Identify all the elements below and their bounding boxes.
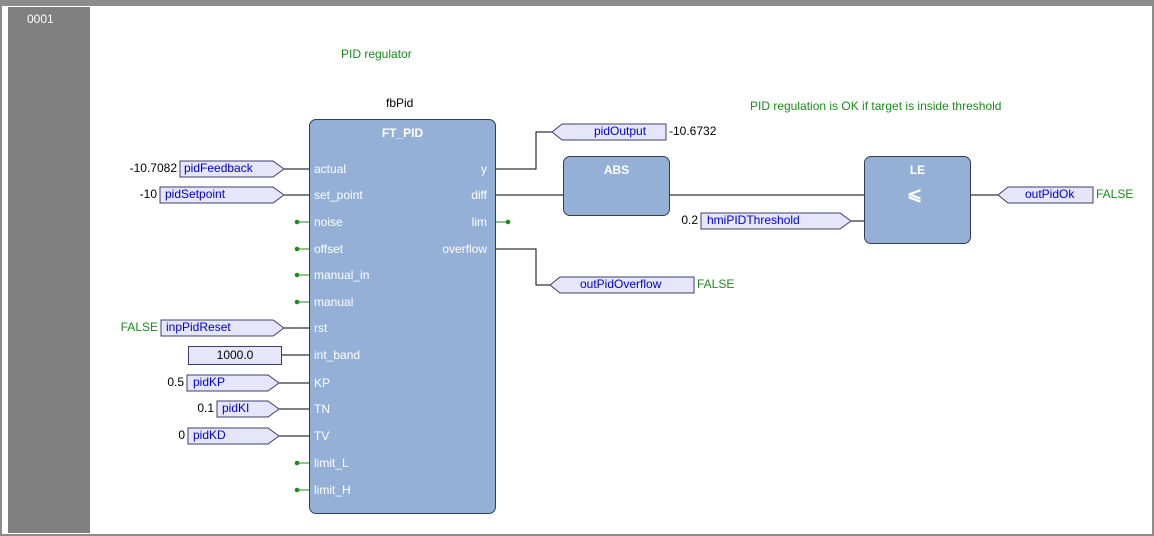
- var-box-actual: [179, 160, 285, 178]
- abs-block-type: ABS: [603, 163, 630, 177]
- abs-block[interactable]: ABS: [563, 156, 670, 216]
- value-pid-ok: FALSE: [1096, 187, 1134, 201]
- var-box-set-point: [159, 186, 285, 204]
- value-threshold: 0.2: [681, 213, 698, 227]
- ft-pid-block-type: FT_PID: [381, 126, 424, 140]
- pin-manual-in: manual_in: [314, 268, 370, 282]
- less-equal-icon: ⩽: [907, 184, 923, 204]
- value-set-point: -10: [139, 187, 157, 201]
- value-pid-output: -10.6732: [669, 124, 717, 138]
- pin-offset: offset: [314, 242, 344, 256]
- pin-manual: manual: [314, 295, 354, 309]
- var-box-tv: [187, 427, 280, 445]
- var-pid-output[interactable]: pidOutput: [594, 124, 647, 138]
- var-set-point[interactable]: pidSetpoint: [165, 187, 226, 201]
- value-kp: 0.5: [167, 375, 184, 389]
- le-block[interactable]: LE: [864, 156, 971, 244]
- var-overflow[interactable]: outPidOverflow: [580, 277, 662, 291]
- var-box-overflow: [549, 276, 695, 294]
- network-number: 0001: [27, 12, 54, 26]
- pin-y: y: [481, 162, 487, 176]
- pin-rst: rst: [314, 321, 328, 335]
- value-overflow: FALSE: [697, 277, 735, 291]
- pin-noise: noise: [314, 215, 343, 229]
- ft-pid-block[interactable]: FT_PID: [309, 119, 496, 514]
- pin-overflow: overflow: [442, 242, 487, 256]
- pin-set-point: set_point: [314, 188, 363, 202]
- var-tn[interactable]: pidKI: [222, 401, 250, 415]
- var-tv[interactable]: pidKD: [193, 428, 226, 442]
- le-block-type: LE: [909, 163, 926, 177]
- constant-int-band[interactable]: 1000.0: [188, 346, 282, 365]
- value-rst: FALSE: [120, 320, 158, 334]
- var-box-threshold: [700, 212, 852, 230]
- pin-lim: lim: [471, 215, 487, 229]
- pin-limit-h: limit_H: [314, 483, 351, 497]
- pin-diff: diff: [471, 188, 487, 202]
- var-kp[interactable]: pidKP: [193, 375, 226, 389]
- wire-y: [495, 131, 552, 170]
- var-box-pid-ok: [997, 186, 1094, 204]
- var-box-rst: [160, 319, 285, 337]
- var-pid-ok[interactable]: outPidOk: [1025, 187, 1075, 201]
- var-threshold[interactable]: hmiPIDThreshold: [707, 213, 800, 227]
- pin-kp: KP: [314, 376, 331, 390]
- var-rst[interactable]: inpPidReset: [166, 320, 231, 334]
- value-tv: 0: [178, 428, 185, 442]
- var-box-kp: [186, 374, 280, 392]
- pin-tn: TN: [314, 402, 330, 416]
- pin-actual: actual: [314, 162, 347, 176]
- var-actual[interactable]: pidFeedback: [184, 161, 253, 175]
- block-instance-name[interactable]: fbPid: [386, 96, 414, 110]
- wire-overflow: [495, 248, 550, 286]
- comment-note: PID regulation is OK if target is inside…: [750, 99, 1002, 113]
- pin-limit-l: limit_L: [314, 456, 349, 470]
- pin-tv: TV: [314, 429, 330, 443]
- pin-int-band: int_band: [314, 348, 361, 362]
- value-tn: 0.1: [197, 401, 214, 415]
- value-actual: -10.7082: [129, 161, 177, 175]
- var-box-tn: [216, 400, 280, 418]
- network-gutter[interactable]: [8, 7, 90, 533]
- var-box-pid-output: [551, 123, 667, 141]
- comment-title: PID regulator: [341, 47, 412, 61]
